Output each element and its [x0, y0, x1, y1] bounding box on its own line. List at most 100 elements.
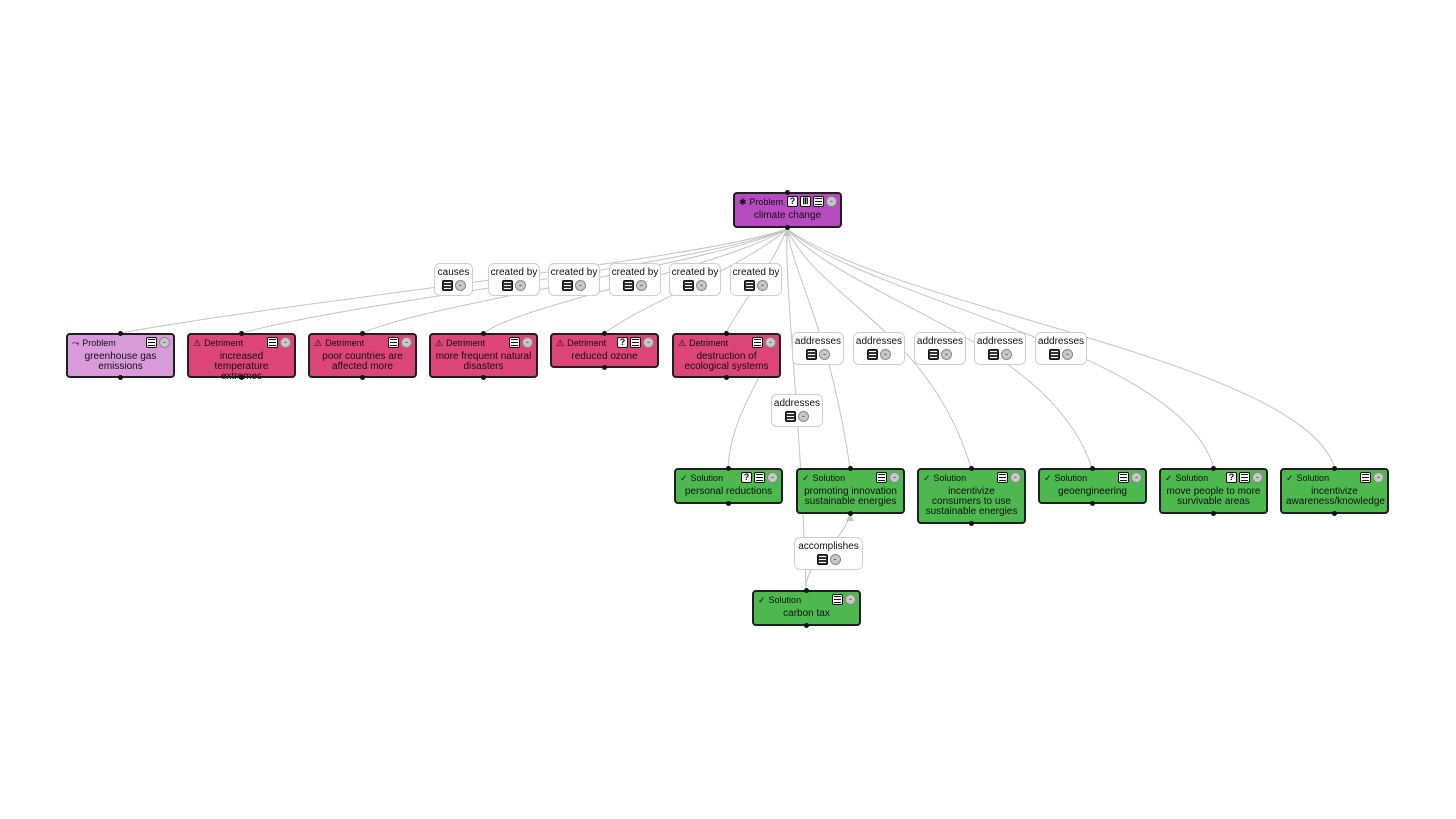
document-icon[interactable] — [754, 472, 765, 483]
document-icon[interactable] — [813, 196, 824, 207]
handle-top[interactable] — [1211, 466, 1216, 471]
handle-bottom[interactable] — [969, 521, 974, 526]
collapse-icon[interactable]: - — [522, 337, 533, 348]
collapse-icon[interactable]: - — [643, 337, 654, 348]
collapse-icon[interactable]: - — [880, 349, 891, 360]
collapse-icon[interactable]: - — [696, 280, 707, 291]
handle-bottom[interactable] — [804, 623, 809, 628]
document-icon[interactable] — [146, 337, 157, 348]
collapse-icon[interactable]: - — [159, 337, 170, 348]
collapse-icon[interactable]: - — [515, 280, 526, 291]
handle-bottom[interactable] — [481, 375, 486, 380]
document-icon[interactable] — [441, 280, 453, 291]
handle-bottom[interactable] — [848, 511, 853, 516]
document-icon[interactable] — [988, 349, 999, 360]
document-icon[interactable] — [806, 349, 817, 360]
edge-label-addresses[interactable]: addresses - — [914, 332, 966, 365]
collapse-icon[interactable]: - — [826, 196, 837, 207]
node-climate-change[interactable]: ✱ Problem ? Ⅲ - climate change — [733, 190, 842, 230]
node-reduced-ozone[interactable]: ⚠Detriment ?- reduced ozone — [550, 331, 659, 370]
handle-top[interactable] — [804, 588, 809, 593]
collapse-icon[interactable]: - — [280, 337, 291, 348]
handle-bottom[interactable] — [724, 375, 729, 380]
handle-bottom[interactable] — [785, 225, 790, 230]
edge-label-addresses[interactable]: addresses - — [792, 332, 844, 365]
edge-label-addresses[interactable]: addresses - — [771, 394, 823, 427]
question-icon[interactable]: ? — [741, 472, 752, 483]
collapse-icon[interactable]: - — [845, 594, 856, 605]
edge-label-addresses[interactable]: addresses - — [853, 332, 905, 365]
collapse-icon[interactable]: - — [819, 349, 830, 360]
collapse-icon[interactable]: - — [1131, 472, 1142, 483]
handle-bottom[interactable] — [1332, 511, 1337, 516]
handle-bottom[interactable] — [1211, 511, 1216, 516]
document-icon[interactable] — [509, 337, 520, 348]
collapse-icon[interactable]: - — [889, 472, 900, 483]
collapse-icon[interactable]: - — [636, 280, 647, 291]
handle-top[interactable] — [360, 331, 365, 336]
node-destruction-ecological-systems[interactable]: ⚠Detriment - destruction of ecological s… — [672, 331, 781, 380]
edge-label-causes[interactable]: causes - — [434, 263, 473, 296]
handle-bottom[interactable] — [726, 501, 731, 506]
handle-bottom[interactable] — [118, 375, 123, 380]
document-icon[interactable] — [1239, 472, 1250, 483]
document-icon[interactable] — [832, 594, 843, 605]
edge-label-accomplishes[interactable]: accomplishes - — [794, 537, 863, 570]
node-promoting-innovation[interactable]: ✓Solution - promoting innovation sustain… — [796, 466, 905, 516]
edge-label-created-by[interactable]: created by - — [609, 263, 661, 296]
document-icon[interactable] — [562, 280, 573, 291]
collapse-icon[interactable]: - — [1001, 349, 1012, 360]
node-personal-reductions[interactable]: ✓Solution ?- personal reductions — [674, 466, 783, 506]
collapse-icon[interactable]: - — [575, 280, 586, 291]
edge-label-created-by[interactable]: created by - — [669, 263, 721, 296]
node-incentivize-consumers[interactable]: ✓Solution - incentivize consumers to use… — [917, 466, 1026, 526]
document-icon[interactable] — [630, 337, 641, 348]
handle-top[interactable] — [726, 466, 731, 471]
document-icon[interactable] — [502, 280, 513, 291]
question-icon[interactable]: ? — [787, 196, 798, 207]
document-icon[interactable] — [388, 337, 399, 348]
document-icon[interactable] — [623, 280, 634, 291]
collapse-icon[interactable]: - — [765, 337, 776, 348]
collapse-icon[interactable]: - — [1252, 472, 1263, 483]
document-icon[interactable] — [267, 337, 278, 348]
document-icon[interactable] — [816, 554, 828, 565]
handle-top[interactable] — [1332, 466, 1337, 471]
collapse-icon[interactable]: - — [798, 411, 809, 422]
node-carbon-tax[interactable]: ✓Solution - carbon tax — [752, 588, 861, 628]
document-icon[interactable] — [928, 349, 939, 360]
handle-top[interactable] — [724, 331, 729, 336]
handle-bottom[interactable] — [360, 375, 365, 380]
question-icon[interactable]: ? — [1226, 472, 1237, 483]
edge-label-created-by[interactable]: created by - — [730, 263, 782, 296]
collapse-icon[interactable]: - — [829, 554, 841, 565]
document-icon[interactable] — [1360, 472, 1371, 483]
document-icon[interactable] — [683, 280, 694, 291]
edge-label-addresses[interactable]: addresses - — [1035, 332, 1087, 365]
document-icon[interactable] — [752, 337, 763, 348]
edge-label-addresses[interactable]: addresses - — [974, 332, 1026, 365]
handle-top[interactable] — [481, 331, 486, 336]
collapse-icon[interactable]: - — [767, 472, 778, 483]
document-icon[interactable] — [997, 472, 1008, 483]
node-more-frequent-natural-disasters[interactable]: ⚠Detriment - more frequent natural disas… — [429, 331, 538, 380]
table-icon[interactable]: Ⅲ — [800, 196, 811, 207]
node-greenhouse-gas-emissions[interactable]: ⤳Problem - greenhouse gas emissions — [66, 331, 175, 380]
node-geoengineering[interactable]: ✓Solution - geoengineering — [1038, 466, 1147, 506]
collapse-icon[interactable]: - — [1010, 472, 1021, 483]
question-icon[interactable]: ? — [617, 337, 628, 348]
handle-bottom[interactable] — [1090, 501, 1095, 506]
handle-top[interactable] — [602, 331, 607, 336]
collapse-icon[interactable]: - — [1062, 349, 1073, 360]
document-icon[interactable] — [1118, 472, 1129, 483]
handle-bottom[interactable] — [239, 375, 244, 380]
handle-top[interactable] — [785, 190, 790, 195]
edge-label-created-by[interactable]: created by - — [488, 263, 540, 296]
document-icon[interactable] — [1049, 349, 1060, 360]
handle-bottom[interactable] — [602, 365, 607, 370]
document-icon[interactable] — [876, 472, 887, 483]
node-move-people[interactable]: ✓Solution ?- move people to more surviva… — [1159, 466, 1268, 516]
collapse-icon[interactable]: - — [1373, 472, 1384, 483]
handle-top[interactable] — [969, 466, 974, 471]
collapse-icon[interactable]: - — [401, 337, 412, 348]
